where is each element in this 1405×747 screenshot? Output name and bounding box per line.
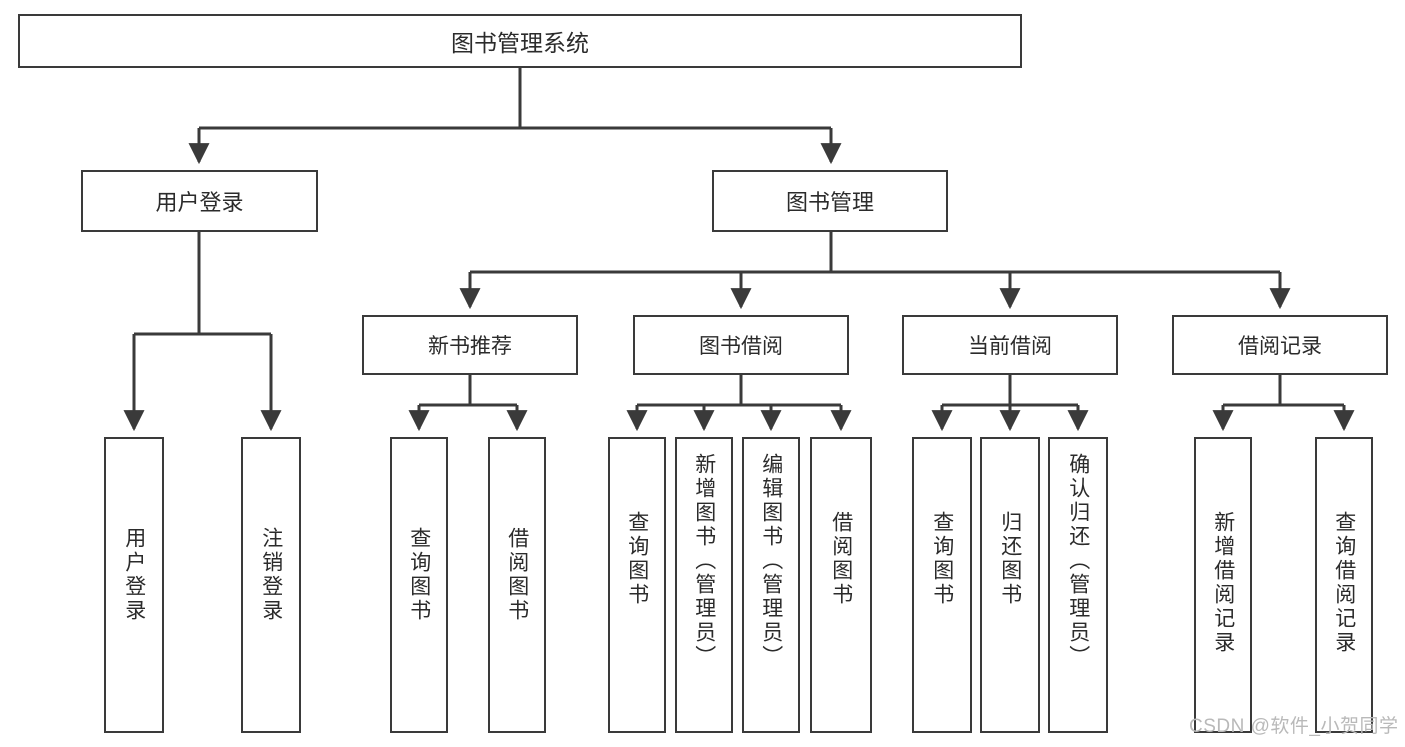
node-leaf-rec-borrow-book-label: 借阅图书 [505, 527, 529, 623]
node-new-book-rec[interactable]: 新书推荐 [362, 315, 578, 375]
node-book-borrow-label: 图书借阅 [699, 335, 783, 358]
node-leaf-record-query-label: 查询借阅记录 [1332, 511, 1356, 655]
node-current-borrow[interactable]: 当前借阅 [902, 315, 1118, 375]
node-leaf-record-query[interactable]: 查询借阅记录 [1315, 437, 1373, 733]
node-leaf-rec-query-book-label: 查询图书 [407, 527, 431, 623]
node-leaf-current-return-book[interactable]: 归还图书 [980, 437, 1040, 733]
node-current-borrow-label: 当前借阅 [968, 335, 1052, 358]
node-leaf-user-login[interactable]: 用户登录 [104, 437, 164, 733]
node-new-book-rec-label: 新书推荐 [428, 335, 512, 358]
node-leaf-borrow-query-book[interactable]: 查询图书 [608, 437, 666, 733]
node-leaf-current-query-book-label: 查询图书 [930, 511, 954, 607]
node-leaf-current-return-book-label: 归还图书 [998, 511, 1022, 607]
node-leaf-user-login-label: 用户登录 [122, 527, 146, 623]
node-leaf-current-confirm-return[interactable]: 确认归还（管理员） [1048, 437, 1108, 733]
node-borrow-record[interactable]: 借阅记录 [1172, 315, 1388, 375]
node-leaf-current-query-book[interactable]: 查询图书 [912, 437, 972, 733]
node-leaf-user-logout[interactable]: 注销登录 [241, 437, 301, 733]
node-leaf-borrow-edit-book[interactable]: 编辑图书（管理员） [742, 437, 800, 733]
node-book-borrow[interactable]: 图书借阅 [633, 315, 849, 375]
node-book-manage-label: 图书管理 [785, 190, 874, 215]
node-leaf-user-logout-label: 注销登录 [259, 527, 283, 623]
node-leaf-borrow-borrow-book[interactable]: 借阅图书 [810, 437, 872, 733]
node-leaf-borrow-borrow-book-label: 借阅图书 [829, 511, 853, 607]
node-leaf-borrow-query-book-label: 查询图书 [625, 511, 649, 607]
node-user-login[interactable]: 用户登录 [81, 170, 318, 232]
node-leaf-record-add-label: 新增借阅记录 [1211, 511, 1235, 655]
node-leaf-borrow-edit-book-label: 编辑图书（管理员） [759, 453, 783, 669]
node-leaf-current-confirm-return-label: 确认归还（管理员） [1066, 453, 1090, 669]
node-borrow-record-label: 借阅记录 [1238, 335, 1322, 358]
node-book-manage[interactable]: 图书管理 [712, 170, 948, 232]
node-root[interactable]: 图书管理系统 [18, 14, 1022, 68]
csdn-watermark: CSDN @软件_小贺同学 [1189, 716, 1399, 737]
node-leaf-record-add[interactable]: 新增借阅记录 [1194, 437, 1252, 733]
node-user-login-label: 用户登录 [155, 190, 244, 215]
node-leaf-borrow-add-book[interactable]: 新增图书（管理员） [675, 437, 733, 733]
node-leaf-rec-borrow-book[interactable]: 借阅图书 [488, 437, 546, 733]
node-root-label: 图书管理系统 [451, 30, 589, 56]
node-leaf-borrow-add-book-label: 新增图书（管理员） [692, 453, 716, 669]
node-leaf-rec-query-book[interactable]: 查询图书 [390, 437, 448, 733]
